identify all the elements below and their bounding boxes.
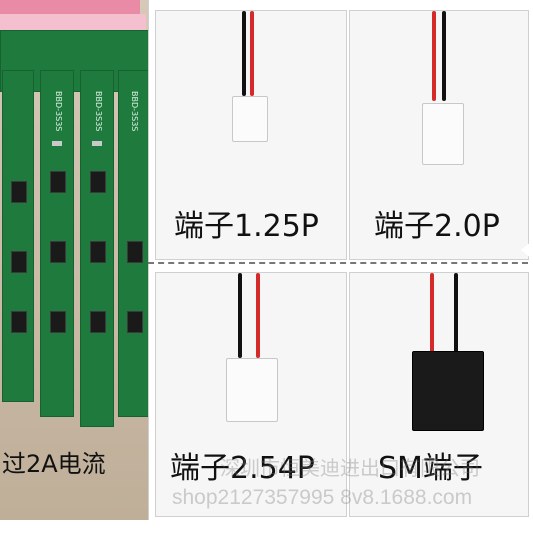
connector-cell-sm: SM端子 [349,272,529,517]
board-label: BBD-3S3S [94,91,103,132]
connector-cell-2-54p: 端子2.54P [155,272,347,517]
board-label: BBD-3S3S [54,91,63,132]
connector-cell-1-25p: 端子1.25P [155,10,347,260]
solder-pad [92,141,102,146]
connector-housing [422,103,464,165]
pointer-arrow [521,240,533,260]
connector-cell-2-0p: 端子2.0P [349,10,529,260]
connector-label: 端子2.54P [170,451,315,486]
mosfet-chip [50,171,66,193]
mosfet-chip [127,241,143,263]
red-wire [432,11,436,101]
mosfet-chip [90,311,106,333]
pcb-board: BBD-3S3S [80,70,114,427]
connector-label: 端子2.0P [374,209,500,244]
black-wire [238,273,242,358]
connector-label: 端子1.25P [174,209,319,244]
connector-housing [232,96,268,142]
connector-housing [226,358,278,422]
board-label: BBD-3S3S [130,91,139,132]
mosfet-chip [50,241,66,263]
pcb-photo: BBD-3S3S BBD-3S3S BBD-3S3S 过2A电流 [0,0,149,520]
dashed-divider [148,262,528,264]
red-wire [250,11,254,96]
mosfet-chip [11,311,27,333]
pcb-board: BBD-3S3S [40,70,74,417]
pink-strip-light [0,14,146,30]
sm-connector-housing [412,351,484,431]
red-wire [430,273,434,353]
connector-label: SM端子 [378,451,483,486]
current-caption: 过2A电流 [2,450,106,478]
pink-strip [0,0,140,14]
red-wire [256,273,260,358]
watermark-company: 深圳市恒美迪进出口有限公司 [220,458,480,480]
black-wire [454,273,458,353]
mosfet-chip [127,311,143,333]
black-wire [242,11,246,96]
mosfet-chip [90,241,106,263]
pcb-board [2,70,34,402]
solder-pad [52,141,62,146]
pcb-board: BBD-3S3S [118,70,148,417]
mosfet-chip [11,181,27,203]
mosfet-chip [11,251,27,273]
watermark-shop: shop2127357995 8v8.1688.com [172,486,473,509]
mosfet-chip [90,171,106,193]
mosfet-chip [50,311,66,333]
black-wire [442,11,446,101]
